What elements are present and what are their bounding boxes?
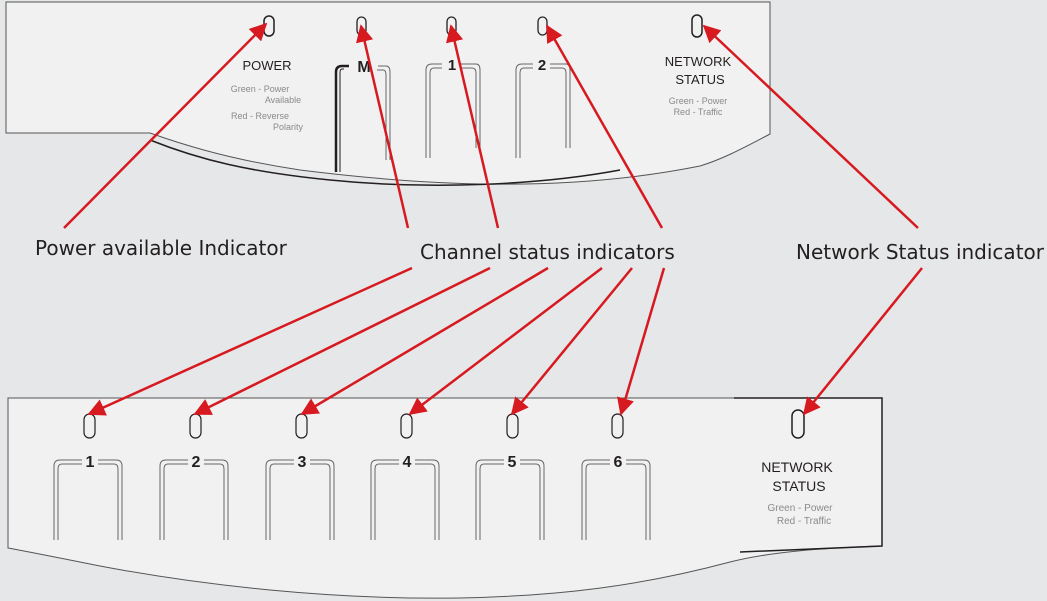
channel-slot-1: 1 <box>425 57 481 158</box>
slot-outline <box>57 463 82 540</box>
slot-outline <box>159 459 188 540</box>
slot-outline <box>98 463 119 540</box>
slot-outline <box>269 463 294 540</box>
bottom-network-label-line: NETWORK <box>761 459 833 475</box>
slot-outline <box>626 459 651 540</box>
bottom-channel-1-led <box>83 413 96 439</box>
top-panel-bottom-edge <box>149 139 621 186</box>
bottom-network-legend-line: Red - Traffic <box>777 516 831 527</box>
channel-2-led <box>537 16 548 36</box>
bottom-channel-label: 1 <box>86 454 95 471</box>
power-label: POWER <box>242 58 291 73</box>
slot-outline <box>265 459 294 540</box>
bottom-channel-3-led <box>295 413 308 439</box>
arrow-bottom-channel-5 <box>510 267 633 416</box>
arrow-network-top <box>702 24 919 229</box>
power-legend-line: Red - Reverse <box>231 111 289 121</box>
slot-outline <box>479 463 504 540</box>
channel-label-m: M <box>357 59 370 76</box>
bottom-network-led <box>791 409 805 439</box>
power-legend-line: Polarity <box>273 122 304 132</box>
arrow-bottom-channel-3 <box>300 266 549 416</box>
network-legend-line: Red - Traffic <box>674 107 723 117</box>
slot-outline <box>626 463 647 540</box>
channel-label-1: 1 <box>448 57 456 74</box>
callout-channel: Channel status indicators <box>420 240 675 264</box>
bottom-channel-4-led <box>400 413 413 439</box>
bottom-panel-outline <box>7 397 883 599</box>
power-legend-line: Green - Power <box>231 84 290 94</box>
slot-outline <box>520 459 545 540</box>
slot-outline <box>581 459 610 540</box>
slot-outline <box>163 463 188 540</box>
slot-outline <box>374 463 399 540</box>
bottom-channel-6-led <box>611 413 624 439</box>
slot-outline <box>310 459 335 540</box>
bottom-channel-slots: 1 2 3 4 5 6 <box>53 454 651 540</box>
top-panel: POWER Green - Power Available Red - Reve… <box>5 1 771 186</box>
arrow-bottom-channel-4 <box>408 267 603 416</box>
bottom-channel-2-led <box>189 413 202 439</box>
bottom-panel: 1 2 3 4 5 6 NETWORK STATUS Green - Power Red … <box>7 397 883 599</box>
arrow-power <box>63 22 268 229</box>
slot-outline <box>370 459 399 540</box>
slot-outline <box>585 463 610 540</box>
slot-outline <box>204 463 225 540</box>
bottom-network-legend-line: Green - Power <box>767 503 833 514</box>
channel-label-2: 2 <box>538 57 546 74</box>
arrow-bottom-channel-1 <box>87 266 413 416</box>
bottom-channel-5-led <box>506 413 519 439</box>
top-panel-outline <box>5 1 771 185</box>
bottom-channel-label: 3 <box>298 454 307 471</box>
bottom-network-label-line: STATUS <box>772 478 825 494</box>
slot-outline <box>415 459 440 540</box>
bottom-channel-label: 6 <box>614 454 623 471</box>
bottom-channel-slot: 2 <box>159 454 229 540</box>
power-legend-line: Available <box>265 95 301 105</box>
bottom-channel-slot: 6 <box>581 454 651 540</box>
bottom-channel-label: 2 <box>192 454 201 471</box>
arrow-bottom-channel-2 <box>193 266 491 416</box>
arrow-channel-m <box>356 24 410 229</box>
slot-outline <box>53 459 82 540</box>
bottom-channel-slot: 3 <box>265 454 335 540</box>
network-legend-line: Green - Power <box>669 96 728 106</box>
network-label-line: NETWORK <box>665 54 732 69</box>
bottom-channel-slot: 4 <box>370 454 440 540</box>
slot-outline <box>204 459 229 540</box>
channel-slot-2: 2 <box>515 57 571 158</box>
callout-power: Power available Indicator <box>35 236 287 260</box>
arrow-network-bottom <box>802 267 923 416</box>
arrow-bottom-channel-6 <box>617 267 666 416</box>
slot-outline <box>98 459 123 540</box>
network-led <box>691 14 703 38</box>
slot-outline <box>520 463 541 540</box>
callout-network: Network Status indicator <box>796 240 1044 264</box>
bottom-channel-slot: 5 <box>475 454 545 540</box>
bottom-channel-slot: 1 <box>53 454 123 540</box>
channel-slot-m: M <box>334 59 391 172</box>
bottom-panel-edge <box>734 397 883 553</box>
arrow-channel-2 <box>545 24 664 229</box>
arrow-channel-1 <box>446 24 500 229</box>
slot-outline <box>475 459 504 540</box>
slot-outline <box>415 463 436 540</box>
slot-outline <box>310 463 331 540</box>
callout-arrows <box>63 22 923 416</box>
bottom-channel-label: 4 <box>403 454 412 471</box>
network-label-line: STATUS <box>675 72 725 87</box>
bottom-channel-label: 5 <box>508 454 517 471</box>
